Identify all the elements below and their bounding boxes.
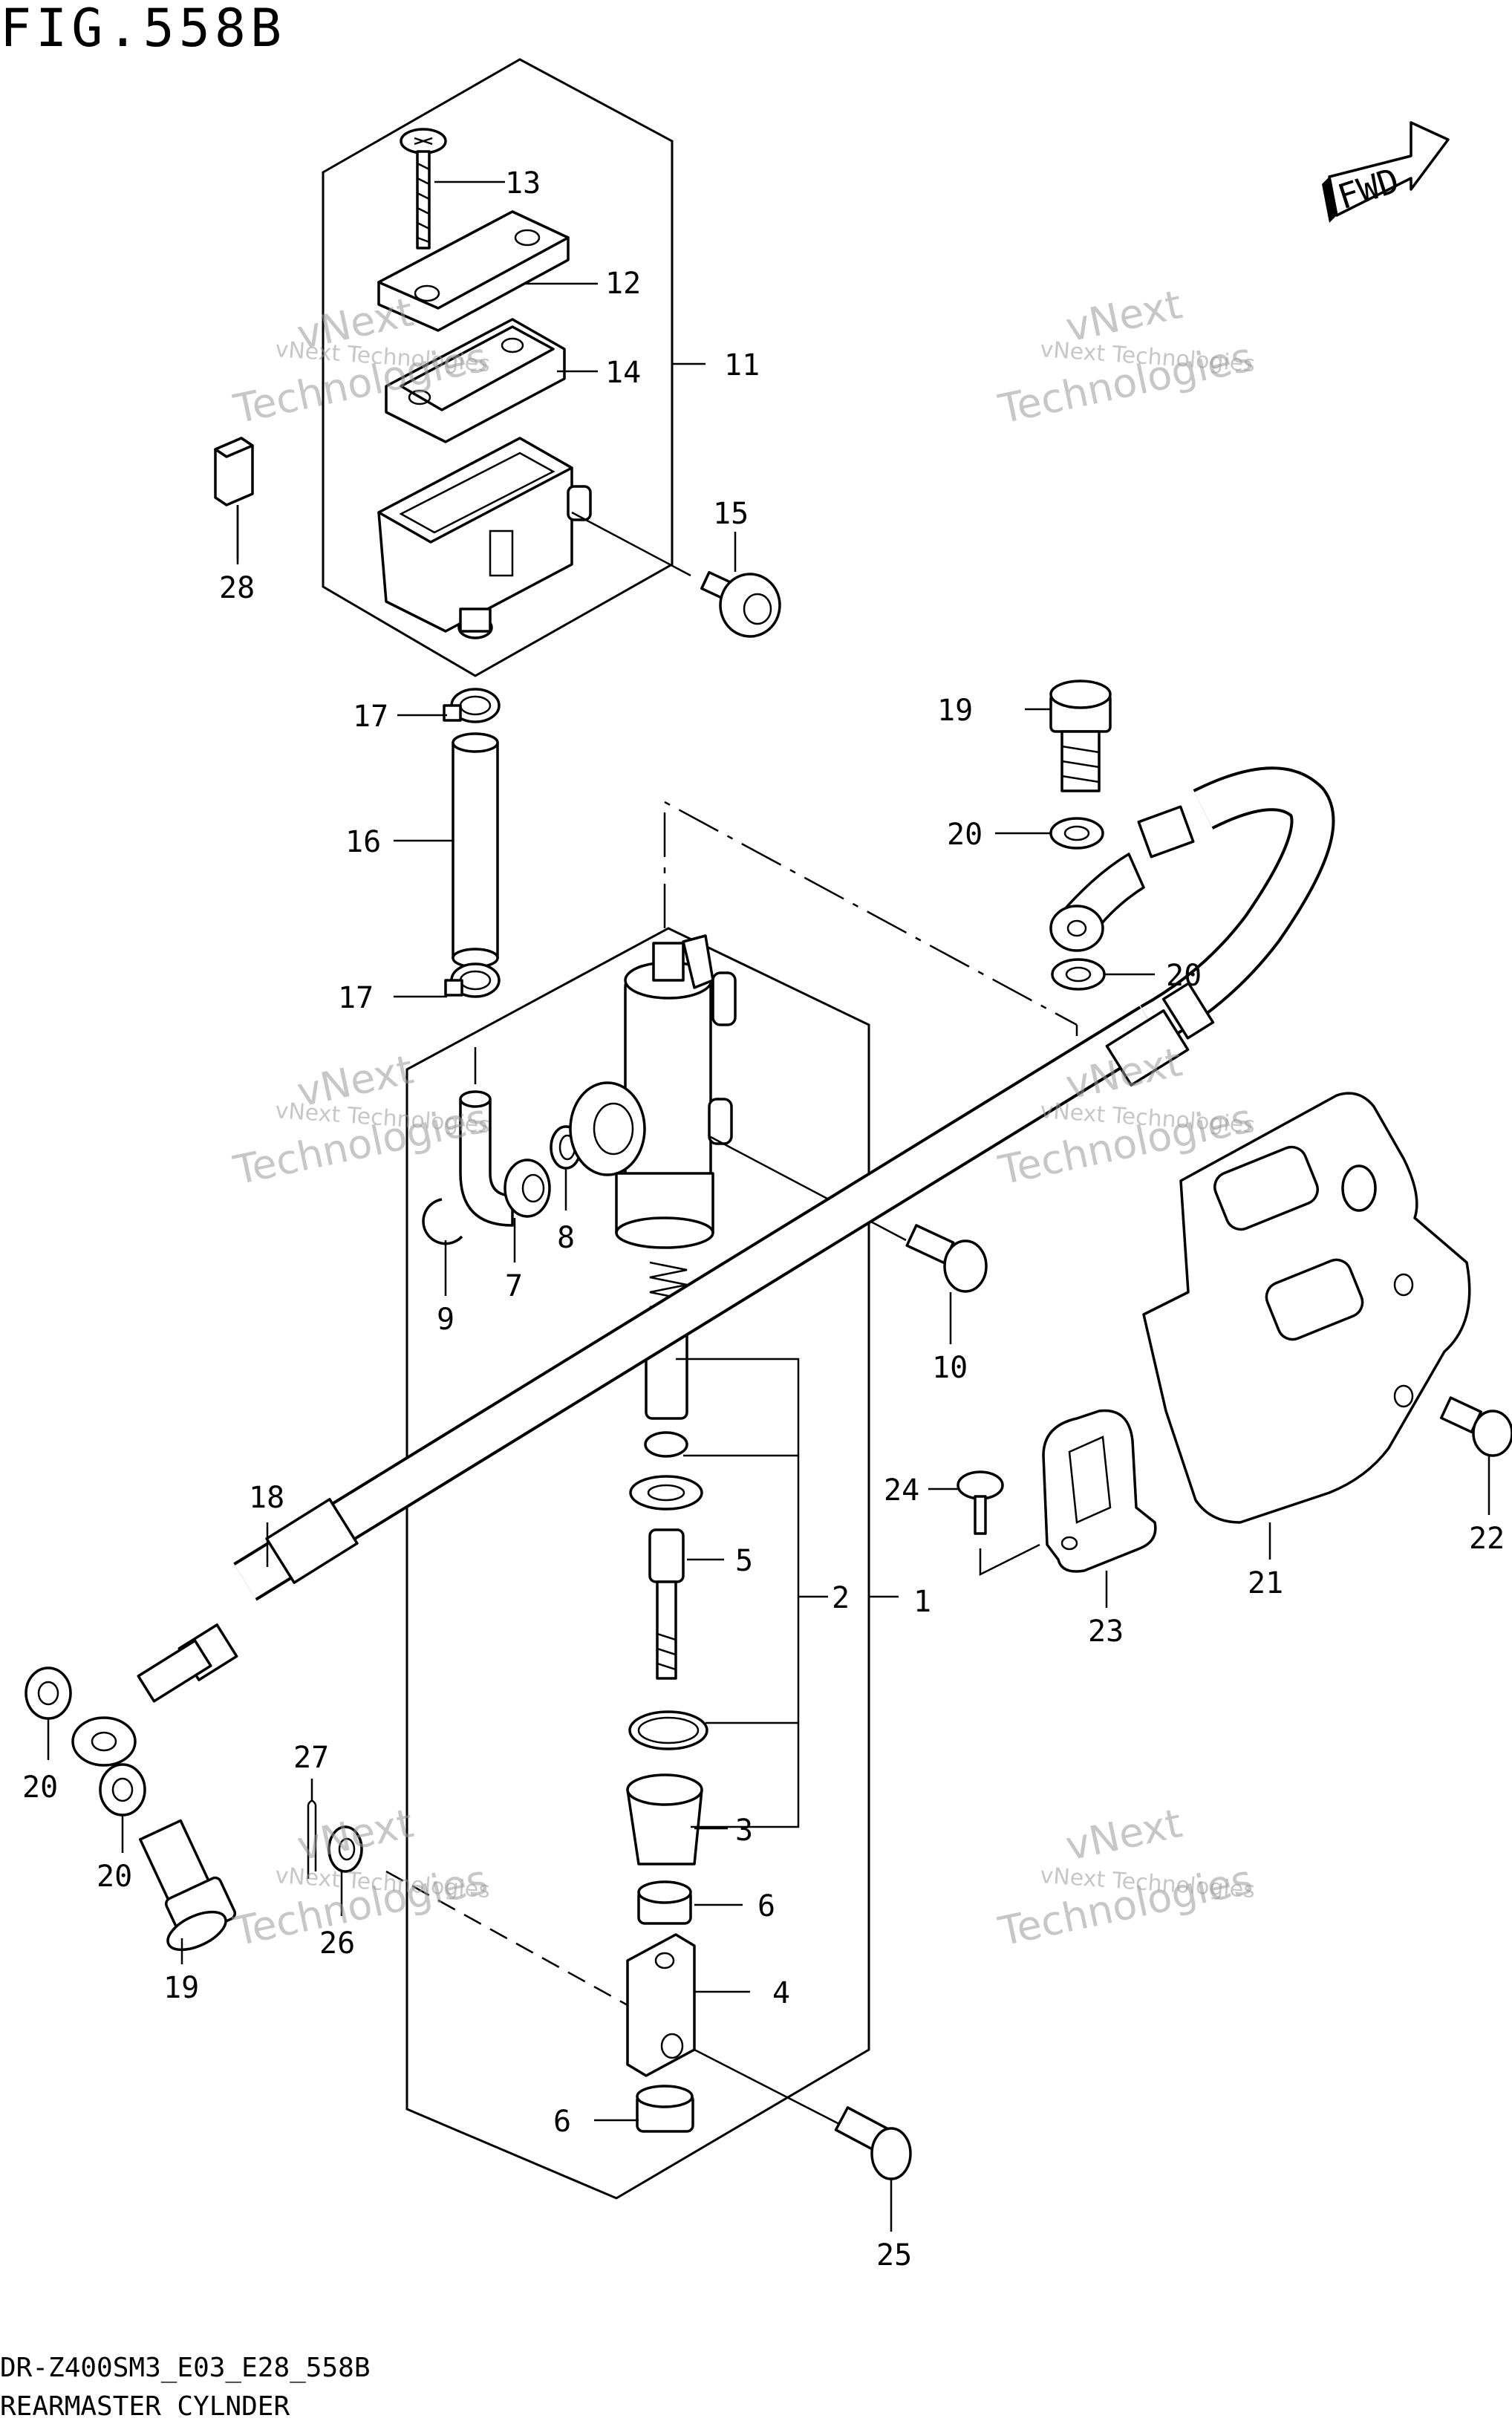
callout-20-d: 20	[97, 1860, 132, 1894]
callout-8: 8	[557, 1221, 575, 1255]
nut-6-upper	[637, 1880, 692, 1925]
snap-ring	[628, 1710, 708, 1750]
callout-3: 3	[735, 1814, 753, 1848]
nut-6-lower	[636, 2085, 694, 2133]
diaphragm-14	[385, 318, 566, 443]
callout-11: 11	[724, 348, 760, 382]
callout-18: 18	[249, 1481, 284, 1515]
callout-19-bottom: 19	[163, 1971, 199, 2005]
cylinder-group-outline	[405, 927, 870, 2200]
clevis-4	[626, 1933, 696, 2077]
elbow-connector-7	[459, 1047, 551, 1227]
leader-lines	[47, 180, 1490, 2232]
reservoir-plate-12	[377, 210, 570, 332]
watermark-word-6: vNext	[1062, 1799, 1186, 1869]
callout-9: 9	[437, 1303, 454, 1337]
master-cylinder-body	[569, 934, 737, 1249]
bolt-22	[1439, 1396, 1512, 1457]
callout-21: 21	[1248, 1566, 1283, 1600]
figure-caption: REARMASTER CYLNDER	[0, 2391, 290, 2421]
boot-3	[626, 1773, 703, 1866]
fwd-label: FWD	[1333, 160, 1404, 217]
reservoir-body	[377, 437, 592, 639]
callout-17-top: 17	[353, 700, 388, 734]
callout-2: 2	[832, 1581, 850, 1615]
callout-13: 13	[505, 166, 541, 201]
bracket-23	[1042, 1409, 1157, 1573]
callout-6-upper: 6	[757, 1889, 775, 1923]
callout-20-c: 20	[22, 1770, 58, 1805]
washer-20-c	[25, 1666, 72, 1720]
callout-10: 10	[932, 1351, 968, 1385]
callout-27: 27	[293, 1741, 329, 1775]
callout-4: 4	[772, 1976, 790, 2010]
callout-16: 16	[345, 825, 381, 859]
union-bolt-19-top	[1049, 680, 1112, 792]
callout-17-bottom: 17	[338, 981, 374, 1015]
cap-28	[214, 437, 254, 564]
washer-20-d	[99, 1763, 146, 1816]
washer-20-a	[1049, 817, 1104, 850]
figure-code: DR-Z400SM3_E03_E28_558B	[0, 2353, 371, 2383]
guard-21	[1142, 1092, 1471, 1524]
circlip-9	[422, 1198, 463, 1245]
callout-20-a: 20	[947, 818, 983, 852]
screw-24	[957, 1470, 1040, 1577]
reservoir-group-outline	[322, 58, 674, 677]
callout-1: 1	[913, 1585, 931, 1619]
brake-hose-18	[71, 766, 1335, 1767]
part-callouts: 13 12 14 11 15 28 17 16 17 19 20 20 7 8 …	[22, 166, 1505, 2272]
bolt-15	[571, 511, 781, 638]
callout-6-lower: 6	[553, 2105, 571, 2139]
callout-24: 24	[884, 1473, 919, 1508]
callout-22: 22	[1469, 1522, 1505, 1556]
hose-16	[452, 732, 499, 968]
clevis-pin-25	[694, 2048, 912, 2180]
callout-28: 28	[219, 571, 255, 605]
hose-clamp-17-bottom	[444, 962, 501, 998]
bolt-10	[708, 1135, 988, 1293]
union-bolt-19-bottom	[139, 1819, 237, 1952]
screw-13	[400, 128, 447, 250]
washer-20-b	[1051, 958, 1106, 991]
fwd-arrow-icon: FWD	[1322, 121, 1450, 223]
hose-route-outline	[663, 800, 1078, 1026]
callout-12: 12	[605, 267, 641, 301]
callout-14: 14	[605, 356, 641, 390]
callout-23: 23	[1088, 1614, 1124, 1649]
callout-5: 5	[735, 1544, 753, 1578]
piston-assembly	[629, 1317, 703, 1680]
callout-7: 7	[505, 1269, 523, 1303]
callout-19-top: 19	[937, 694, 973, 728]
hose-clamp-17-top	[443, 688, 501, 723]
callout-15: 15	[713, 497, 749, 531]
callout-20-b: 20	[1166, 959, 1202, 993]
washer-26	[328, 1825, 363, 1873]
callout-26: 26	[319, 1926, 355, 1961]
figure-title: FIG.558B	[0, 0, 286, 59]
callout-25: 25	[876, 2238, 912, 2272]
